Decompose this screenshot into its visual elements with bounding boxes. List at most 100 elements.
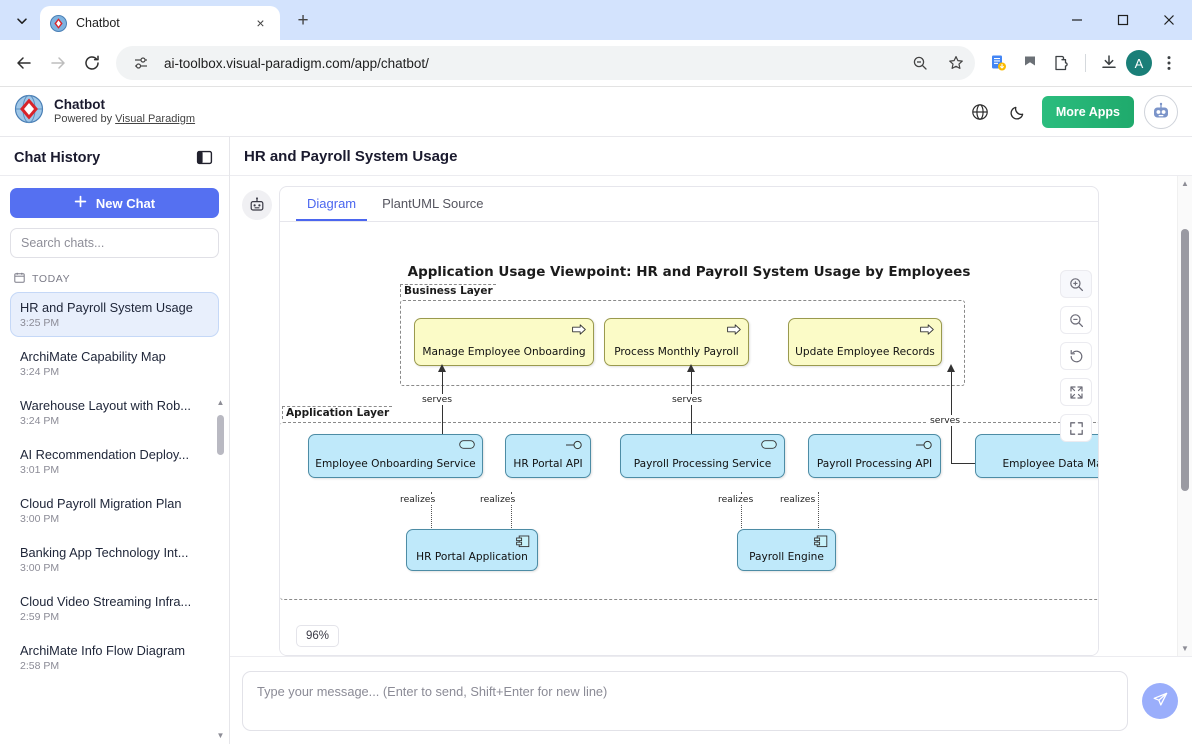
chat-history-item-6[interactable]: Cloud Video Streaming Infra... 2:59 PM <box>10 586 219 631</box>
tab-close-icon[interactable]: × <box>256 15 265 31</box>
realizes-arrowhead-3 <box>812 469 824 491</box>
chat-item-name: Cloud Video Streaming Infra... <box>20 594 192 609</box>
message-input[interactable]: Type your message... (Enter to send, Shi… <box>242 670 1128 731</box>
tab-plantuml-source[interactable]: PlantUML Source <box>382 195 484 211</box>
chat-item-time: 3:25 PM <box>20 317 60 329</box>
diagram-zoom-toolbar <box>1060 270 1092 442</box>
back-button[interactable] <box>8 47 40 79</box>
send-paper-plane-icon <box>1152 691 1169 711</box>
diagram-canvas[interactable]: Application Usage Viewpoint: HR and Payr… <box>280 222 1098 655</box>
chat-item-name: Banking App Technology Int... <box>20 545 189 560</box>
bookmark-manager-icon[interactable] <box>1015 48 1045 78</box>
chat-history-item-3[interactable]: AI Recommendation Deploy... 3:01 PM <box>10 439 219 484</box>
browser-tab[interactable]: Chatbot × <box>40 6 280 40</box>
business-node-2[interactable]: Update Employee Records <box>788 318 942 366</box>
application-node-0[interactable]: Employee Onboarding Service <box>308 434 483 478</box>
business-node-label: Manage Employee Onboarding <box>422 346 586 358</box>
business-node-0[interactable]: Manage Employee Onboarding <box>414 318 594 366</box>
process-arrow-icon <box>572 324 586 338</box>
message-composer: Type your message... (Enter to send, Shi… <box>230 656 1192 744</box>
chat-history-item-2[interactable]: Warehouse Layout with Rob... 3:24 PM <box>10 390 219 435</box>
globe-icon[interactable] <box>966 98 994 126</box>
window-maximize-button[interactable] <box>1100 0 1146 40</box>
realizes-label-3: realizes <box>778 494 818 505</box>
application-node-1[interactable]: HR Portal API <box>505 434 591 478</box>
tab-diagram[interactable]: Diagram <box>296 187 368 221</box>
serves-edge-0 <box>442 372 444 464</box>
extensions-puzzle-icon[interactable] <box>1047 48 1077 78</box>
sidebar-scrollbar[interactable]: ▲ ▼ <box>215 399 226 740</box>
search-input[interactable] <box>10 228 219 258</box>
realizes-edge-2 <box>741 492 742 528</box>
chat-history-item-5[interactable]: Banking App Technology Int... 3:00 PM <box>10 537 219 582</box>
moon-icon[interactable] <box>1004 98 1032 126</box>
application-node-label: Employee Data Manag <box>1002 458 1098 470</box>
sidebar-scroll-thumb[interactable] <box>217 415 224 455</box>
reset-zoom-icon[interactable] <box>1060 342 1092 370</box>
component-node-label: Payroll Engine <box>749 551 824 563</box>
sidebar-scroll-down-arrow[interactable]: ▼ <box>216 731 225 740</box>
component-node-0[interactable]: HR Portal Application <box>406 529 538 571</box>
app-title: Chatbot <box>54 97 105 113</box>
application-node-3[interactable]: Payroll Processing API <box>808 434 941 478</box>
diagram-canvas-inner: Application Usage Viewpoint: HR and Payr… <box>280 222 1098 655</box>
zoom-out-icon[interactable] <box>1060 306 1092 334</box>
chat-item-time: 2:59 PM <box>20 611 60 623</box>
panel-collapse-icon[interactable] <box>193 147 215 169</box>
chat-item-time: 3:01 PM <box>20 464 60 476</box>
extension-doc-icon[interactable] <box>983 48 1013 78</box>
new-chat-button[interactable]: New Chat <box>10 188 219 218</box>
serves-arrowhead-1 <box>686 364 695 372</box>
fit-screen-icon[interactable] <box>1060 378 1092 406</box>
artifact-card: Diagram PlantUML Source Application Usag… <box>279 186 1099 656</box>
brand[interactable]: Chatbot Powered by Visual Paradigm <box>14 94 195 129</box>
chat-item-time: 3:00 PM <box>20 562 60 574</box>
tab-search-dropdown-button[interactable] <box>8 7 36 35</box>
main-scroll-thumb[interactable] <box>1181 229 1189 491</box>
diagram-title: Application Usage Viewpoint: HR and Payr… <box>407 264 971 280</box>
robot-icon <box>242 190 272 220</box>
visual-paradigm-link[interactable]: Visual Paradigm <box>115 112 196 125</box>
kebab-menu-icon[interactable] <box>1154 48 1184 78</box>
reload-button[interactable] <box>76 47 108 79</box>
chatbot-avatar-icon[interactable] <box>1144 94 1178 129</box>
chat-item-name: ArchiMate Capability Map <box>20 349 166 364</box>
fullscreen-icon[interactable] <box>1060 414 1092 442</box>
serves-arrowhead-2 <box>946 364 955 372</box>
app-interface-icon <box>565 440 583 453</box>
site-settings-icon[interactable] <box>128 50 154 76</box>
bookmark-star-icon[interactable] <box>943 50 969 76</box>
chat-item-name: AI Recommendation Deploy... <box>20 447 190 462</box>
send-button[interactable] <box>1142 682 1178 719</box>
chat-history-item-1[interactable]: ArchiMate Capability Map 3:24 PM <box>10 341 219 386</box>
omnibox[interactable]: ai-toolbox.visual-paradigm.com/app/chatb… <box>116 46 975 80</box>
calendar-icon <box>14 272 25 286</box>
application-node-2[interactable]: Payroll Processing Service <box>620 434 785 478</box>
main-scrollbar[interactable]: ▲ ▼ <box>1177 176 1192 656</box>
main-scroll-down-arrow[interactable]: ▼ <box>1181 644 1189 653</box>
main-scroll-up-arrow[interactable]: ▲ <box>1181 179 1189 188</box>
more-apps-button[interactable]: More Apps <box>1041 95 1134 128</box>
main-title-bar: HR and Payroll System Usage <box>230 138 1192 176</box>
component-node-label: HR Portal Application <box>416 551 528 563</box>
zoom-level-indicator[interactable]: 96% <box>296 625 340 647</box>
business-node-1[interactable]: Process Monthly Payroll <box>604 318 749 366</box>
zoom-out-icon[interactable] <box>907 50 933 76</box>
zoom-in-icon[interactable] <box>1060 270 1092 298</box>
reload-icon <box>85 55 99 70</box>
forward-button[interactable] <box>42 47 74 79</box>
chat-item-time: 3:24 PM <box>20 415 60 427</box>
window-close-button[interactable] <box>1146 0 1192 40</box>
application-node-label: Payroll Processing API <box>816 458 933 470</box>
chat-history-item-4[interactable]: Cloud Payroll Migration Plan 3:00 PM <box>10 488 219 533</box>
artifact-tabs: Diagram PlantUML Source <box>280 187 1098 222</box>
chat-history-item-7[interactable]: ArchiMate Info Flow Diagram 2:58 PM <box>10 635 219 680</box>
profile-avatar[interactable]: A <box>1126 50 1152 76</box>
downloads-icon[interactable] <box>1094 48 1124 78</box>
window-minimize-button[interactable] <box>1054 0 1100 40</box>
component-node-1[interactable]: Payroll Engine <box>737 529 836 571</box>
sidebar-scroll-up-arrow[interactable]: ▲ <box>216 398 225 407</box>
chat-history-item-0[interactable]: HR and Payroll System Usage 3:25 PM <box>10 292 219 337</box>
new-tab-button[interactable]: + <box>297 10 309 31</box>
chat-history-list: TODAY HR and Payroll System Usage 3:25 P… <box>0 258 229 744</box>
